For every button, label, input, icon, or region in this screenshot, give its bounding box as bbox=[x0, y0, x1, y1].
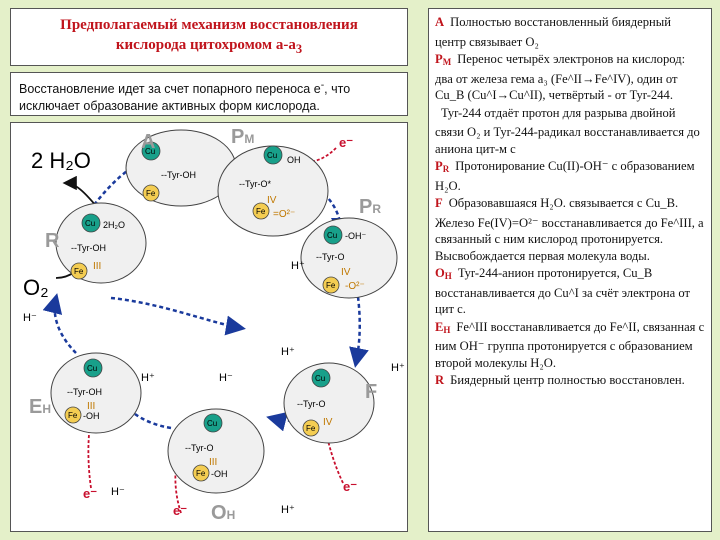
svg-text:-O²⁻: -O²⁻ bbox=[345, 281, 365, 292]
svg-text:IV: IV bbox=[267, 195, 277, 206]
cycle-diagram: Cu Fe --Tyr-OH A Cu Fe OH --Tyr-O* =O²⁻ … bbox=[23, 126, 405, 524]
svg-text:III: III bbox=[93, 261, 101, 272]
label-a: A bbox=[141, 131, 155, 153]
entry-text: Tyr-244 отдаёт протон для разрыва двойно… bbox=[435, 105, 700, 156]
hminus-eh: H⁻ bbox=[111, 486, 125, 498]
title-line-2: кислорода цитохромом а-а bbox=[115, 37, 296, 53]
svg-text:-OH: -OH bbox=[83, 411, 100, 421]
svg-text:Cu: Cu bbox=[85, 219, 95, 228]
electron-label-oh: e⁻ bbox=[343, 479, 357, 494]
svg-text:--Tyr-O*: --Tyr-O* bbox=[239, 179, 271, 189]
intro-sup: - bbox=[320, 80, 325, 91]
entry-text: Протонирование Cu(II)-OH⁻ с образованием… bbox=[435, 159, 695, 193]
entry-text: Fe^III восстанавливается до Fe^II, связа… bbox=[435, 319, 705, 370]
svg-text:Fe: Fe bbox=[306, 424, 316, 433]
entry-text: Перенос четырёх электронов на кислород: … bbox=[435, 52, 686, 102]
svg-text:--Tyr-OH: --Tyr-OH bbox=[161, 170, 196, 180]
svg-text:-OH: -OH bbox=[211, 469, 228, 479]
label-f: F bbox=[365, 381, 377, 403]
oxygen-substrate: O₂ bbox=[23, 275, 49, 300]
svg-text:Cu: Cu bbox=[207, 419, 217, 428]
label-oh: OH bbox=[211, 502, 235, 524]
entry-label: PM bbox=[435, 52, 452, 67]
svg-text:Fe: Fe bbox=[196, 469, 206, 478]
svg-text:-OH⁻: -OH⁻ bbox=[345, 231, 366, 241]
proton-f: H⁺ bbox=[281, 346, 295, 358]
label-pm: PM bbox=[231, 126, 254, 148]
svg-text:III: III bbox=[209, 457, 217, 468]
svg-text:OH: OH bbox=[287, 155, 301, 165]
intro-panel: Восстановление идет за счет попарного пе… bbox=[10, 72, 408, 116]
svg-text:Fe: Fe bbox=[256, 207, 266, 216]
svg-text:2H₂O: 2H₂O bbox=[103, 220, 125, 230]
svg-text:=O²⁻: =O²⁻ bbox=[273, 209, 295, 220]
state-oh-complex: Cu Fe --Tyr-O -OH III bbox=[167, 408, 265, 494]
svg-text:IV: IV bbox=[323, 417, 333, 428]
entry-label: F bbox=[435, 196, 443, 210]
label-eh: EH bbox=[29, 396, 51, 418]
state-eh-complex: Cu Fe --Tyr-OH -OH III bbox=[50, 352, 142, 434]
svg-text:Fe: Fe bbox=[68, 411, 78, 420]
svg-text:--Tyr-O: --Tyr-O bbox=[185, 443, 214, 453]
entry-text: Образовавшаяся H₂O. связывается с Cu_B. … bbox=[435, 196, 704, 263]
svg-text:Cu: Cu bbox=[87, 364, 97, 373]
svg-text:--Tyr-O: --Tyr-O bbox=[297, 399, 326, 409]
entry-label: PR bbox=[435, 159, 450, 174]
state-f-complex: Cu Fe --Tyr-O IV bbox=[283, 362, 375, 444]
page-title: Предполагаемый механизм восстановления к… bbox=[60, 15, 358, 59]
proton-oh: H⁺ bbox=[281, 504, 295, 516]
intro-text-a: Восстановление идет за счет попарного пе… bbox=[19, 82, 321, 97]
proton-eh: H⁺ bbox=[141, 372, 155, 384]
water-product: 2 H₂O bbox=[31, 148, 91, 173]
svg-text:Cu: Cu bbox=[327, 231, 337, 240]
state-pm-complex: Cu Fe OH --Tyr-O* =O²⁻ IV bbox=[217, 145, 329, 237]
svg-text:Fe: Fe bbox=[326, 281, 336, 290]
svg-text:Cu: Cu bbox=[145, 147, 155, 156]
entry-text: Полностью восстановленный биядерный цент… bbox=[435, 15, 671, 49]
entry-label: R bbox=[435, 373, 445, 387]
electron-label-eh2: e⁻ bbox=[173, 503, 187, 518]
label-pr: PR bbox=[359, 196, 381, 218]
hminus-r: H⁻ bbox=[23, 312, 37, 324]
svg-text:--Tyr-O: --Tyr-O bbox=[316, 252, 345, 262]
state-a-complex: Cu Fe --Tyr-OH bbox=[125, 129, 237, 207]
cycle-diagram-panel: Cu Fe --Tyr-OH A Cu Fe OH --Tyr-O* =O²⁻ … bbox=[10, 122, 408, 532]
svg-text:Cu: Cu bbox=[315, 374, 325, 383]
entry-r: R Биядерный центр полностью восстановлен. bbox=[435, 372, 705, 392]
entry-tyr: Tyr-244 отдаёт протон для разрыва двойно… bbox=[435, 105, 705, 158]
title-panel: Предполагаемый механизм восстановления к… bbox=[10, 8, 408, 66]
entry-label: EH bbox=[435, 319, 451, 335]
svg-text:--Tyr-OH: --Tyr-OH bbox=[71, 243, 106, 253]
label-r: R bbox=[45, 230, 60, 252]
intro-text-b: , что исключает образование активных фор… bbox=[19, 82, 351, 114]
svg-text:IV: IV bbox=[341, 267, 351, 278]
entry-text: Биядерный центр полностью восстановлен. bbox=[450, 373, 685, 387]
electron-label-eh: e⁻ bbox=[83, 486, 97, 501]
hminus-eh2: H⁻ bbox=[219, 372, 233, 384]
svg-text:Fe: Fe bbox=[74, 267, 84, 276]
svg-text:Fe: Fe bbox=[146, 189, 156, 198]
proton-f2: H⁺ bbox=[391, 362, 405, 374]
svg-text:Cu: Cu bbox=[267, 151, 277, 160]
entry-label: A bbox=[435, 15, 445, 29]
entry-label: OH bbox=[435, 266, 452, 281]
electron-label-top: e⁻ bbox=[339, 135, 353, 150]
entry-text: Tyr-244-анион протонируется, Cu_B восста… bbox=[435, 266, 690, 316]
title-line-1: Предполагаемый механизм восстановления bbox=[60, 17, 358, 33]
title-subscript: 3 bbox=[295, 42, 303, 56]
proton-pr: H⁺ bbox=[291, 260, 305, 272]
state-pr-complex: Cu Fe -OH⁻ --Tyr-O IV -O²⁻ bbox=[300, 217, 398, 299]
svg-text:--Tyr-OH: --Tyr-OH bbox=[67, 387, 102, 397]
state-r-complex: Cu Fe 2H₂O --Tyr-OH III bbox=[55, 202, 147, 284]
svg-text:III: III bbox=[87, 401, 95, 412]
